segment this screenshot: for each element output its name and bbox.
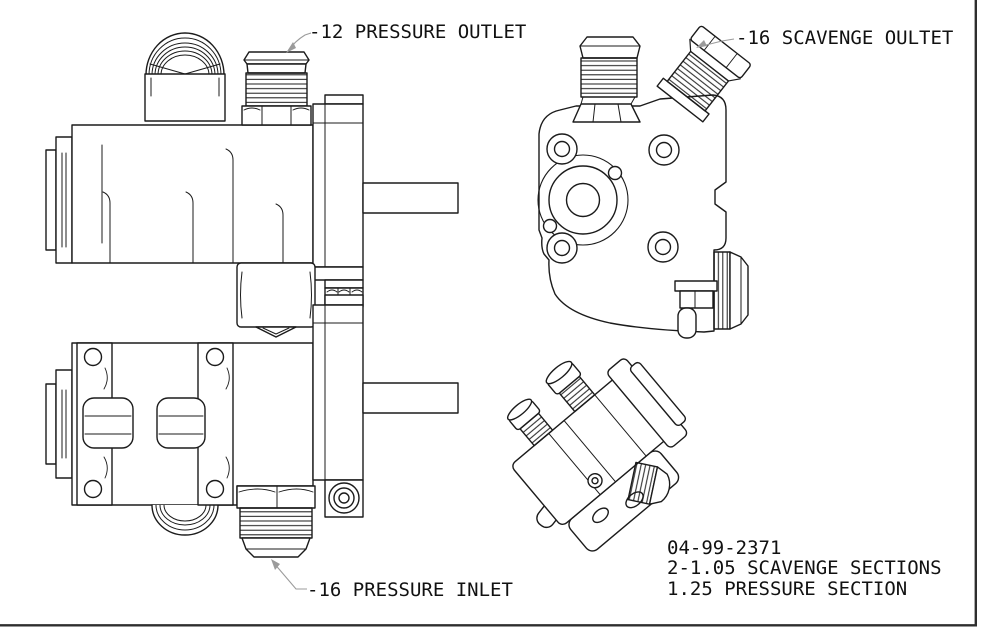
bottom-bracket — [674, 280, 718, 339]
end-body-outline — [538, 94, 727, 333]
bottom-view — [45, 294, 459, 558]
drive-shaft — [362, 382, 459, 414]
pressure-inlet-fitting — [236, 485, 316, 558]
iso-fitting-upper — [545, 360, 596, 413]
shaft-bore — [565, 182, 601, 218]
dowel-hole — [542, 218, 558, 234]
leader-pressure-inlet — [272, 561, 307, 590]
bolt-holes — [546, 133, 680, 264]
round-port — [328, 482, 360, 514]
title-block: 04-99-2371 2-1.05 SCAVENGE SECTIONS 1.25… — [667, 538, 942, 599]
isometric-view — [506, 358, 688, 552]
scavenge-outlet-fitting — [656, 25, 751, 123]
section-joint-lines — [102, 148, 284, 264]
port-slot — [156, 397, 206, 449]
bolt-hole — [205, 347, 225, 367]
part-number: 04-99-2371 — [667, 537, 782, 559]
label-pressure-outlet: -12 PRESSURE OUTLET — [309, 21, 527, 43]
arrowhead — [271, 559, 280, 570]
boss-outer-arc — [537, 154, 629, 246]
end-cap-step1 — [45, 149, 57, 251]
sheet-border — [0, 0, 977, 627]
end-view — [537, 25, 751, 339]
iso-face-hole — [592, 507, 609, 524]
side-port-fitting — [713, 251, 749, 330]
bolt-hole — [205, 479, 225, 499]
pressure-outlet-fitting-end — [572, 36, 641, 123]
bolt-hole — [83, 479, 103, 499]
mounting-plate — [312, 103, 364, 268]
iso-fitting-right — [627, 461, 671, 505]
plate-tab — [324, 294, 364, 306]
end-cap-step2 — [55, 136, 73, 264]
pressure-outlet-fitting — [241, 51, 312, 126]
scavenge-fitting-side — [144, 32, 226, 122]
side-view — [45, 32, 459, 338]
label-pressure-inlet: -16 PRESSURE INLET — [307, 579, 513, 601]
plate-tab — [324, 94, 364, 105]
dowel-hole — [607, 165, 623, 181]
port-slot — [82, 397, 134, 449]
label-scavenge-outlet: -16 SCAVENGE OULTET — [736, 27, 954, 49]
end-cap-step1 — [45, 383, 57, 465]
end-cap-step2 — [55, 369, 73, 479]
bolt-hole — [83, 347, 103, 367]
arrowhead — [286, 42, 296, 53]
leader-lines — [271, 32, 735, 590]
drive-shaft — [362, 182, 459, 214]
pressure-inlet-side — [236, 262, 316, 338]
title-block-line3: 1.25 PRESSURE SECTION — [667, 577, 908, 600]
mounting-plate — [312, 304, 364, 481]
title-block-line2: 2-1.05 SCAVENGE SECTIONS — [667, 557, 942, 580]
arrowhead — [696, 40, 707, 48]
iso-fitting-lower — [506, 398, 554, 447]
